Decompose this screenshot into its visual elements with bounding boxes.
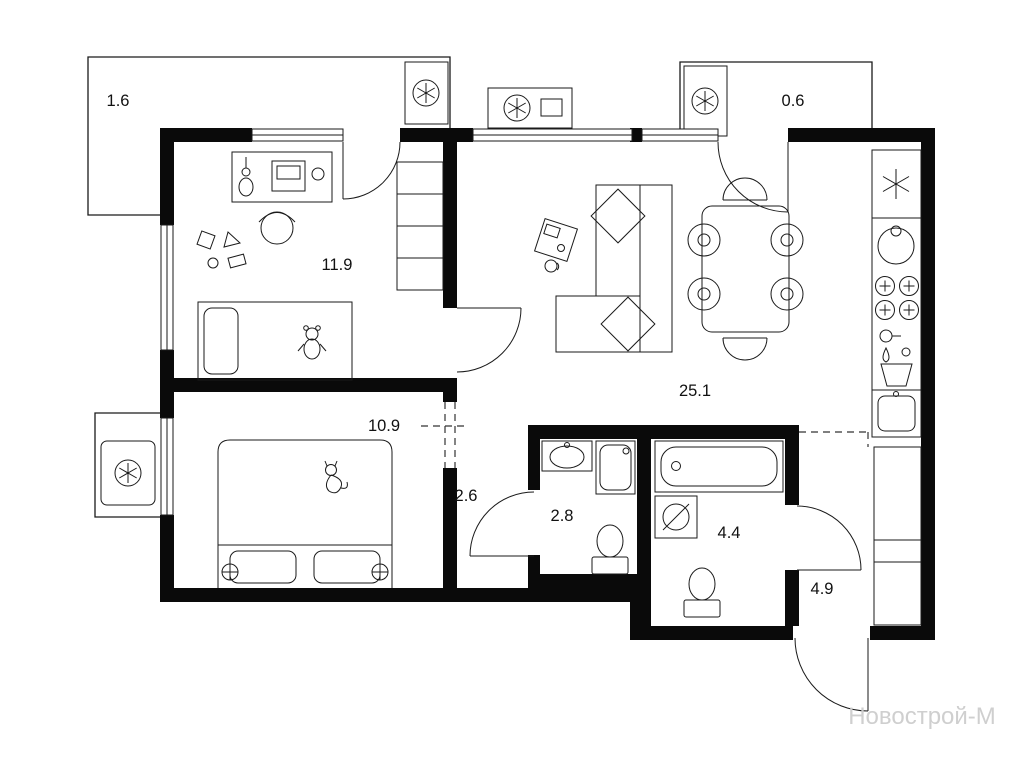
windows xyxy=(160,128,719,516)
bathtub-icon xyxy=(654,440,784,493)
snowflake-icon xyxy=(882,168,910,200)
window xyxy=(641,128,719,142)
dining-chairs-icon xyxy=(687,177,804,361)
double-bed-icon xyxy=(217,439,393,588)
room-area-bathroom-small: 2.8 xyxy=(551,507,574,525)
kids-room: 11.9 xyxy=(196,151,444,381)
room-area-bathroom-large: 4.4 xyxy=(718,524,741,542)
fan-icon xyxy=(114,459,142,487)
living-kitchen: 25.1 xyxy=(533,149,922,438)
hall: 2.6 xyxy=(455,487,478,505)
kids-bed-icon xyxy=(197,301,353,381)
toilet-icon xyxy=(591,524,629,575)
room-area-balcony-top-left: 1.6 xyxy=(107,92,130,110)
bathroom-small: 2.8 xyxy=(541,440,636,575)
room-area-hall: 2.6 xyxy=(455,487,478,505)
toys-icon xyxy=(196,230,247,269)
vent-box xyxy=(683,65,728,137)
entrance-door xyxy=(794,637,869,712)
balcony-door xyxy=(342,141,401,200)
stove-burner-icon xyxy=(899,300,919,320)
bedroom: 10.9 xyxy=(217,417,400,588)
balcony-top-left: 1.6 xyxy=(87,56,451,216)
bathroom-large: 4.4 xyxy=(654,440,784,618)
watermark: Новострой-М xyxy=(848,703,996,730)
entry-hall: 4.9 xyxy=(811,446,922,626)
open-boundaries xyxy=(421,402,869,468)
room-area-balcony-top-right: 0.6 xyxy=(782,92,805,110)
closet-icon xyxy=(873,446,922,626)
bathroom-door xyxy=(469,491,535,557)
toilet-icon xyxy=(683,567,721,618)
vent-box xyxy=(404,61,449,125)
faucet-icon xyxy=(879,329,893,343)
sink-cabinet-icon xyxy=(871,389,922,438)
window xyxy=(160,417,174,516)
sofa-icon xyxy=(555,184,673,353)
coffee-table-icon xyxy=(533,217,579,273)
desk-chair-icon xyxy=(258,211,296,245)
bedside-lamp-icon xyxy=(221,563,239,581)
desk-icon xyxy=(231,151,333,203)
kids-room-door xyxy=(456,307,522,373)
kitchen-counter xyxy=(871,149,922,438)
window xyxy=(472,128,633,142)
fridge-icon xyxy=(871,149,922,219)
window xyxy=(251,128,344,142)
bedside-lamp-icon xyxy=(371,563,389,581)
stove-burner-icon xyxy=(899,276,919,296)
kitchen-sink-icon xyxy=(877,227,915,265)
doors xyxy=(342,141,869,712)
balcony-door xyxy=(717,141,789,213)
room-area-bedroom: 10.9 xyxy=(368,417,400,435)
window xyxy=(160,224,174,351)
cat-icon xyxy=(324,460,348,494)
shower-cabin-icon xyxy=(595,440,636,495)
stove-burner-icon xyxy=(875,276,895,296)
dining-table-icon xyxy=(701,205,790,333)
fan-icon xyxy=(412,79,440,107)
stove-burner-icon xyxy=(875,300,895,320)
bathroom-2-door xyxy=(796,505,862,571)
drop-icon xyxy=(882,346,890,363)
room-area-kids-room: 11.9 xyxy=(322,256,353,274)
fan-icon xyxy=(503,94,531,122)
washing-machine-icon xyxy=(654,495,698,539)
room-area-entry-hall: 4.9 xyxy=(811,580,834,598)
interior-walls xyxy=(160,142,799,626)
exterior-walls xyxy=(160,128,935,640)
vent-box-living xyxy=(487,87,573,129)
wardrobe-icon xyxy=(396,161,444,291)
washbasin-icon xyxy=(541,440,593,472)
room-area-living-kitchen: 25.1 xyxy=(679,382,711,400)
bedroom-balcony xyxy=(94,412,160,518)
fan-icon xyxy=(691,87,719,115)
